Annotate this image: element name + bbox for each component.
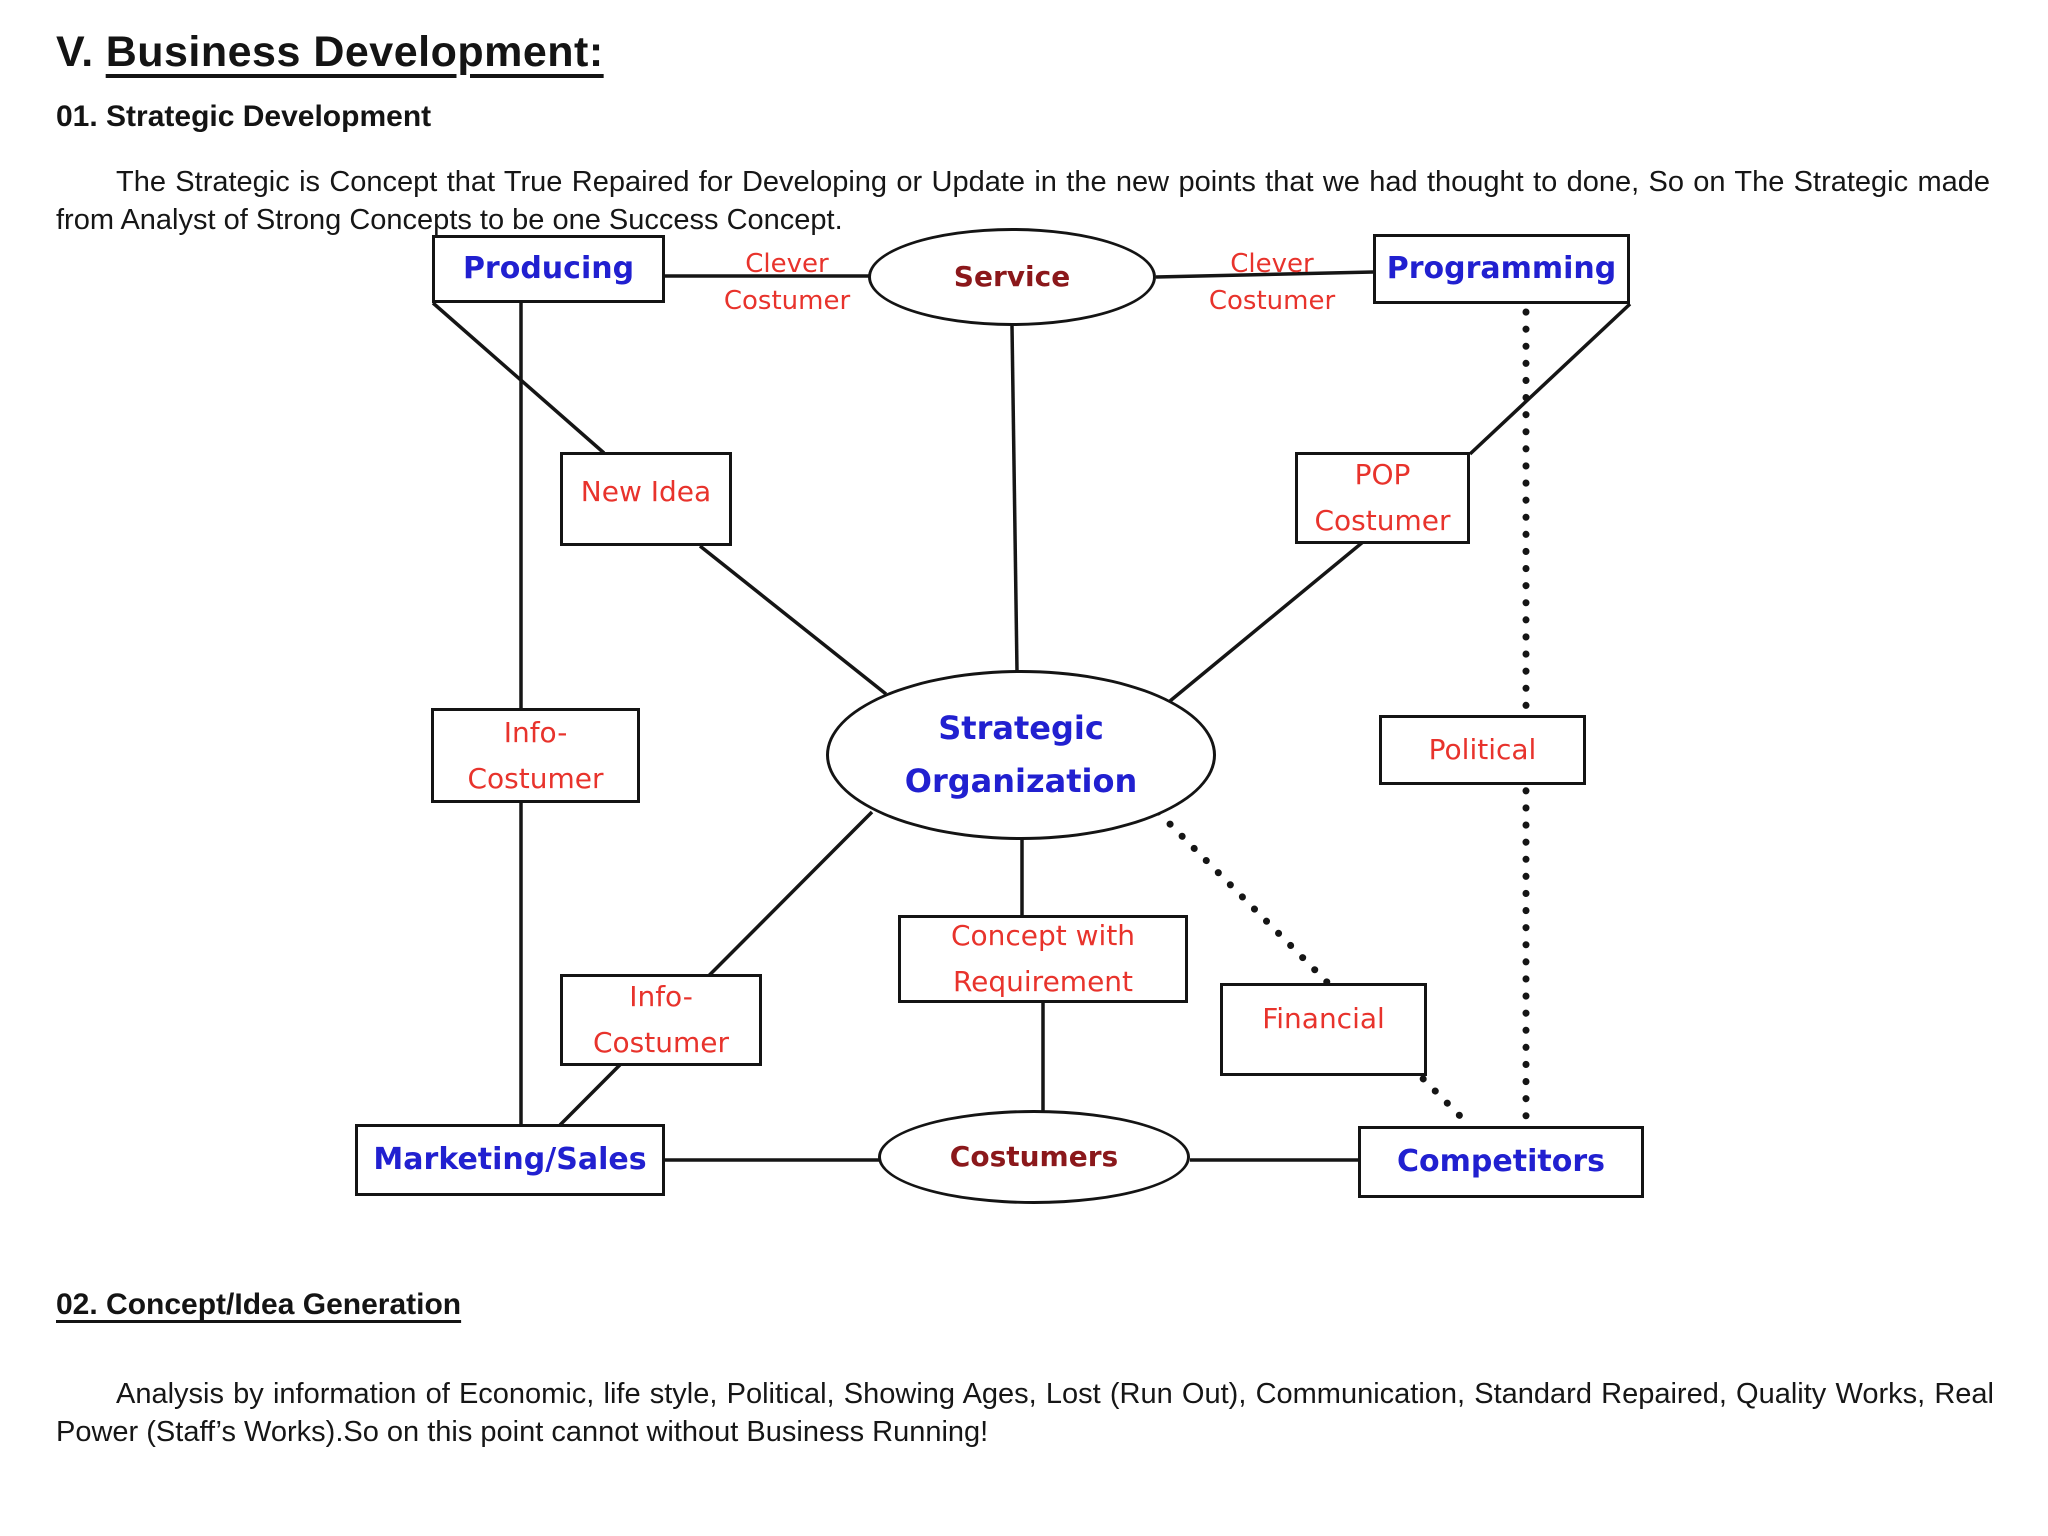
node-pop-costumer: POP Costumer — [1295, 452, 1470, 544]
section-02-paragraph: Analysis by information of Economic, lif… — [56, 1378, 1994, 1448]
edge-newidea-strategic — [698, 544, 888, 696]
edge-label-clever-costumer-left-line2: Costumer — [723, 286, 851, 316]
edge-label-clever-costumer-left: Clever Costumer — [687, 246, 887, 320]
node-strategic-organization-line1: Strategic — [938, 709, 1104, 747]
node-info-costumer-left-line2: Costumer — [467, 761, 604, 795]
node-pop-costumer-line2: Costumer — [1314, 504, 1451, 537]
node-strategic-organization: Strategic Organization — [826, 670, 1216, 840]
node-new-idea-label: New Idea — [580, 475, 712, 508]
node-info-costumer-lower-line1: Info- — [629, 980, 693, 1013]
edge-service-strategic — [1010, 325, 1019, 672]
node-info-costumer-lower-line2: Costumer — [592, 1026, 729, 1059]
node-concept-with-requirement-line2: Requirement — [952, 965, 1134, 998]
section-01-heading: 01. Strategic Development — [56, 100, 432, 133]
node-service: Service — [868, 228, 1156, 326]
node-costumers: Costumers — [878, 1110, 1190, 1204]
edge-label-clever-costumer-right-line1: Clever — [1230, 249, 1314, 279]
section-02-heading: 02. Concept/Idea Generation — [56, 1288, 462, 1321]
node-info-costumer-left: Info- Costumer — [431, 708, 640, 803]
node-marketing-sales-label: Marketing/Sales — [373, 1142, 647, 1177]
node-concept-with-requirement-line1: Concept with — [950, 919, 1136, 952]
node-producing: Producing — [432, 235, 665, 303]
node-political-label: Political — [1428, 733, 1537, 766]
node-concept-with-requirement: Concept with Requirement — [898, 915, 1188, 1003]
node-financial-label: Financial — [1262, 1002, 1385, 1035]
node-costumers-label: Costumers — [949, 1140, 1119, 1173]
edge-label-clever-costumer-right: Clever Costumer — [1172, 246, 1372, 320]
page-title-text: Business Development: — [105, 28, 604, 76]
node-new-idea: New Idea — [560, 452, 732, 546]
node-producing-label: Producing — [462, 251, 635, 286]
node-pop-costumer-line1: POP — [1354, 458, 1411, 491]
page-title-prefix: V. — [56, 28, 94, 76]
node-competitors-label: Competitors — [1397, 1144, 1605, 1179]
node-financial: Financial — [1220, 983, 1427, 1076]
node-programming: Programming — [1373, 234, 1630, 304]
edge-programming-pop — [1468, 302, 1632, 456]
node-political: Political — [1379, 715, 1586, 785]
node-competitors: Competitors — [1358, 1126, 1644, 1198]
edge-label-clever-costumer-left-line1: Clever — [745, 249, 829, 279]
edge-strategic-competitors-dotted — [1154, 808, 1472, 1128]
node-strategic-organization-line2: Organization — [904, 762, 1138, 800]
section-01-paragraph: The Strategic is Concept that True Repai… — [56, 166, 1990, 236]
edge-producing-newidea — [431, 301, 606, 455]
edge-label-clever-costumer-right-line2: Costumer — [1208, 286, 1336, 316]
node-marketing-sales: Marketing/Sales — [355, 1124, 665, 1196]
node-info-costumer-lower: Info- Costumer — [560, 974, 762, 1066]
edge-strategic-marketing — [558, 810, 874, 1127]
node-programming-label: Programming — [1386, 251, 1617, 286]
node-info-costumer-left-line1: Info- — [503, 715, 568, 749]
page-title: V.Business Development: — [56, 28, 604, 77]
node-service-label: Service — [953, 260, 1071, 293]
